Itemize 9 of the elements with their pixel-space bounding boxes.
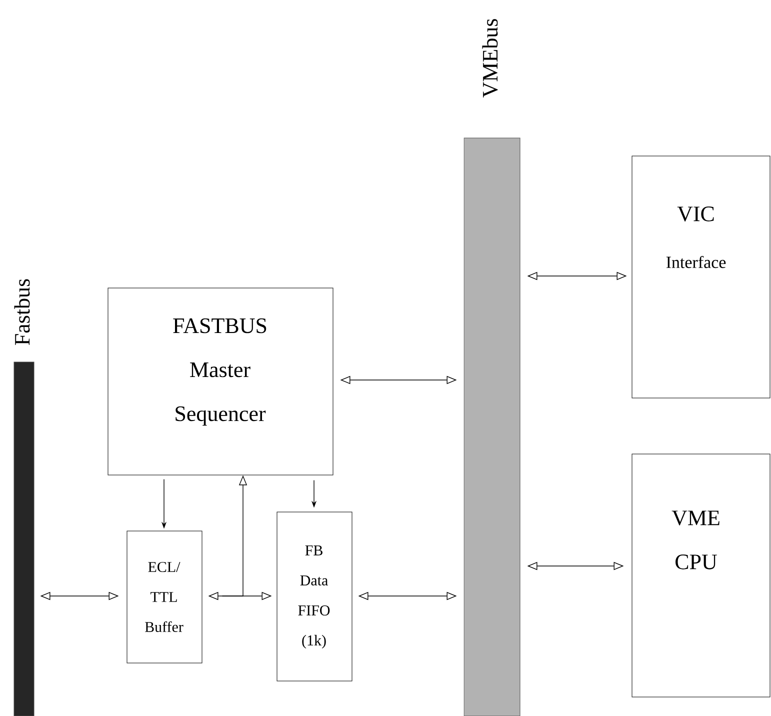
node-label: Fastbus <box>14 279 30 345</box>
bus-bar: VMEbus <box>464 19 520 716</box>
process-box: VME CPU <box>632 454 770 698</box>
process-box: FASTBUS Master Sequencer <box>108 288 334 476</box>
process-box: FB Data FIFO (1k) <box>276 512 352 682</box>
bus-bar: Fastbus <box>14 279 34 716</box>
node-label: VMEbus <box>482 19 498 98</box>
process-box: ECL/ TTL Buffer <box>126 530 202 664</box>
process-box: VIC Interface <box>632 156 770 398</box>
